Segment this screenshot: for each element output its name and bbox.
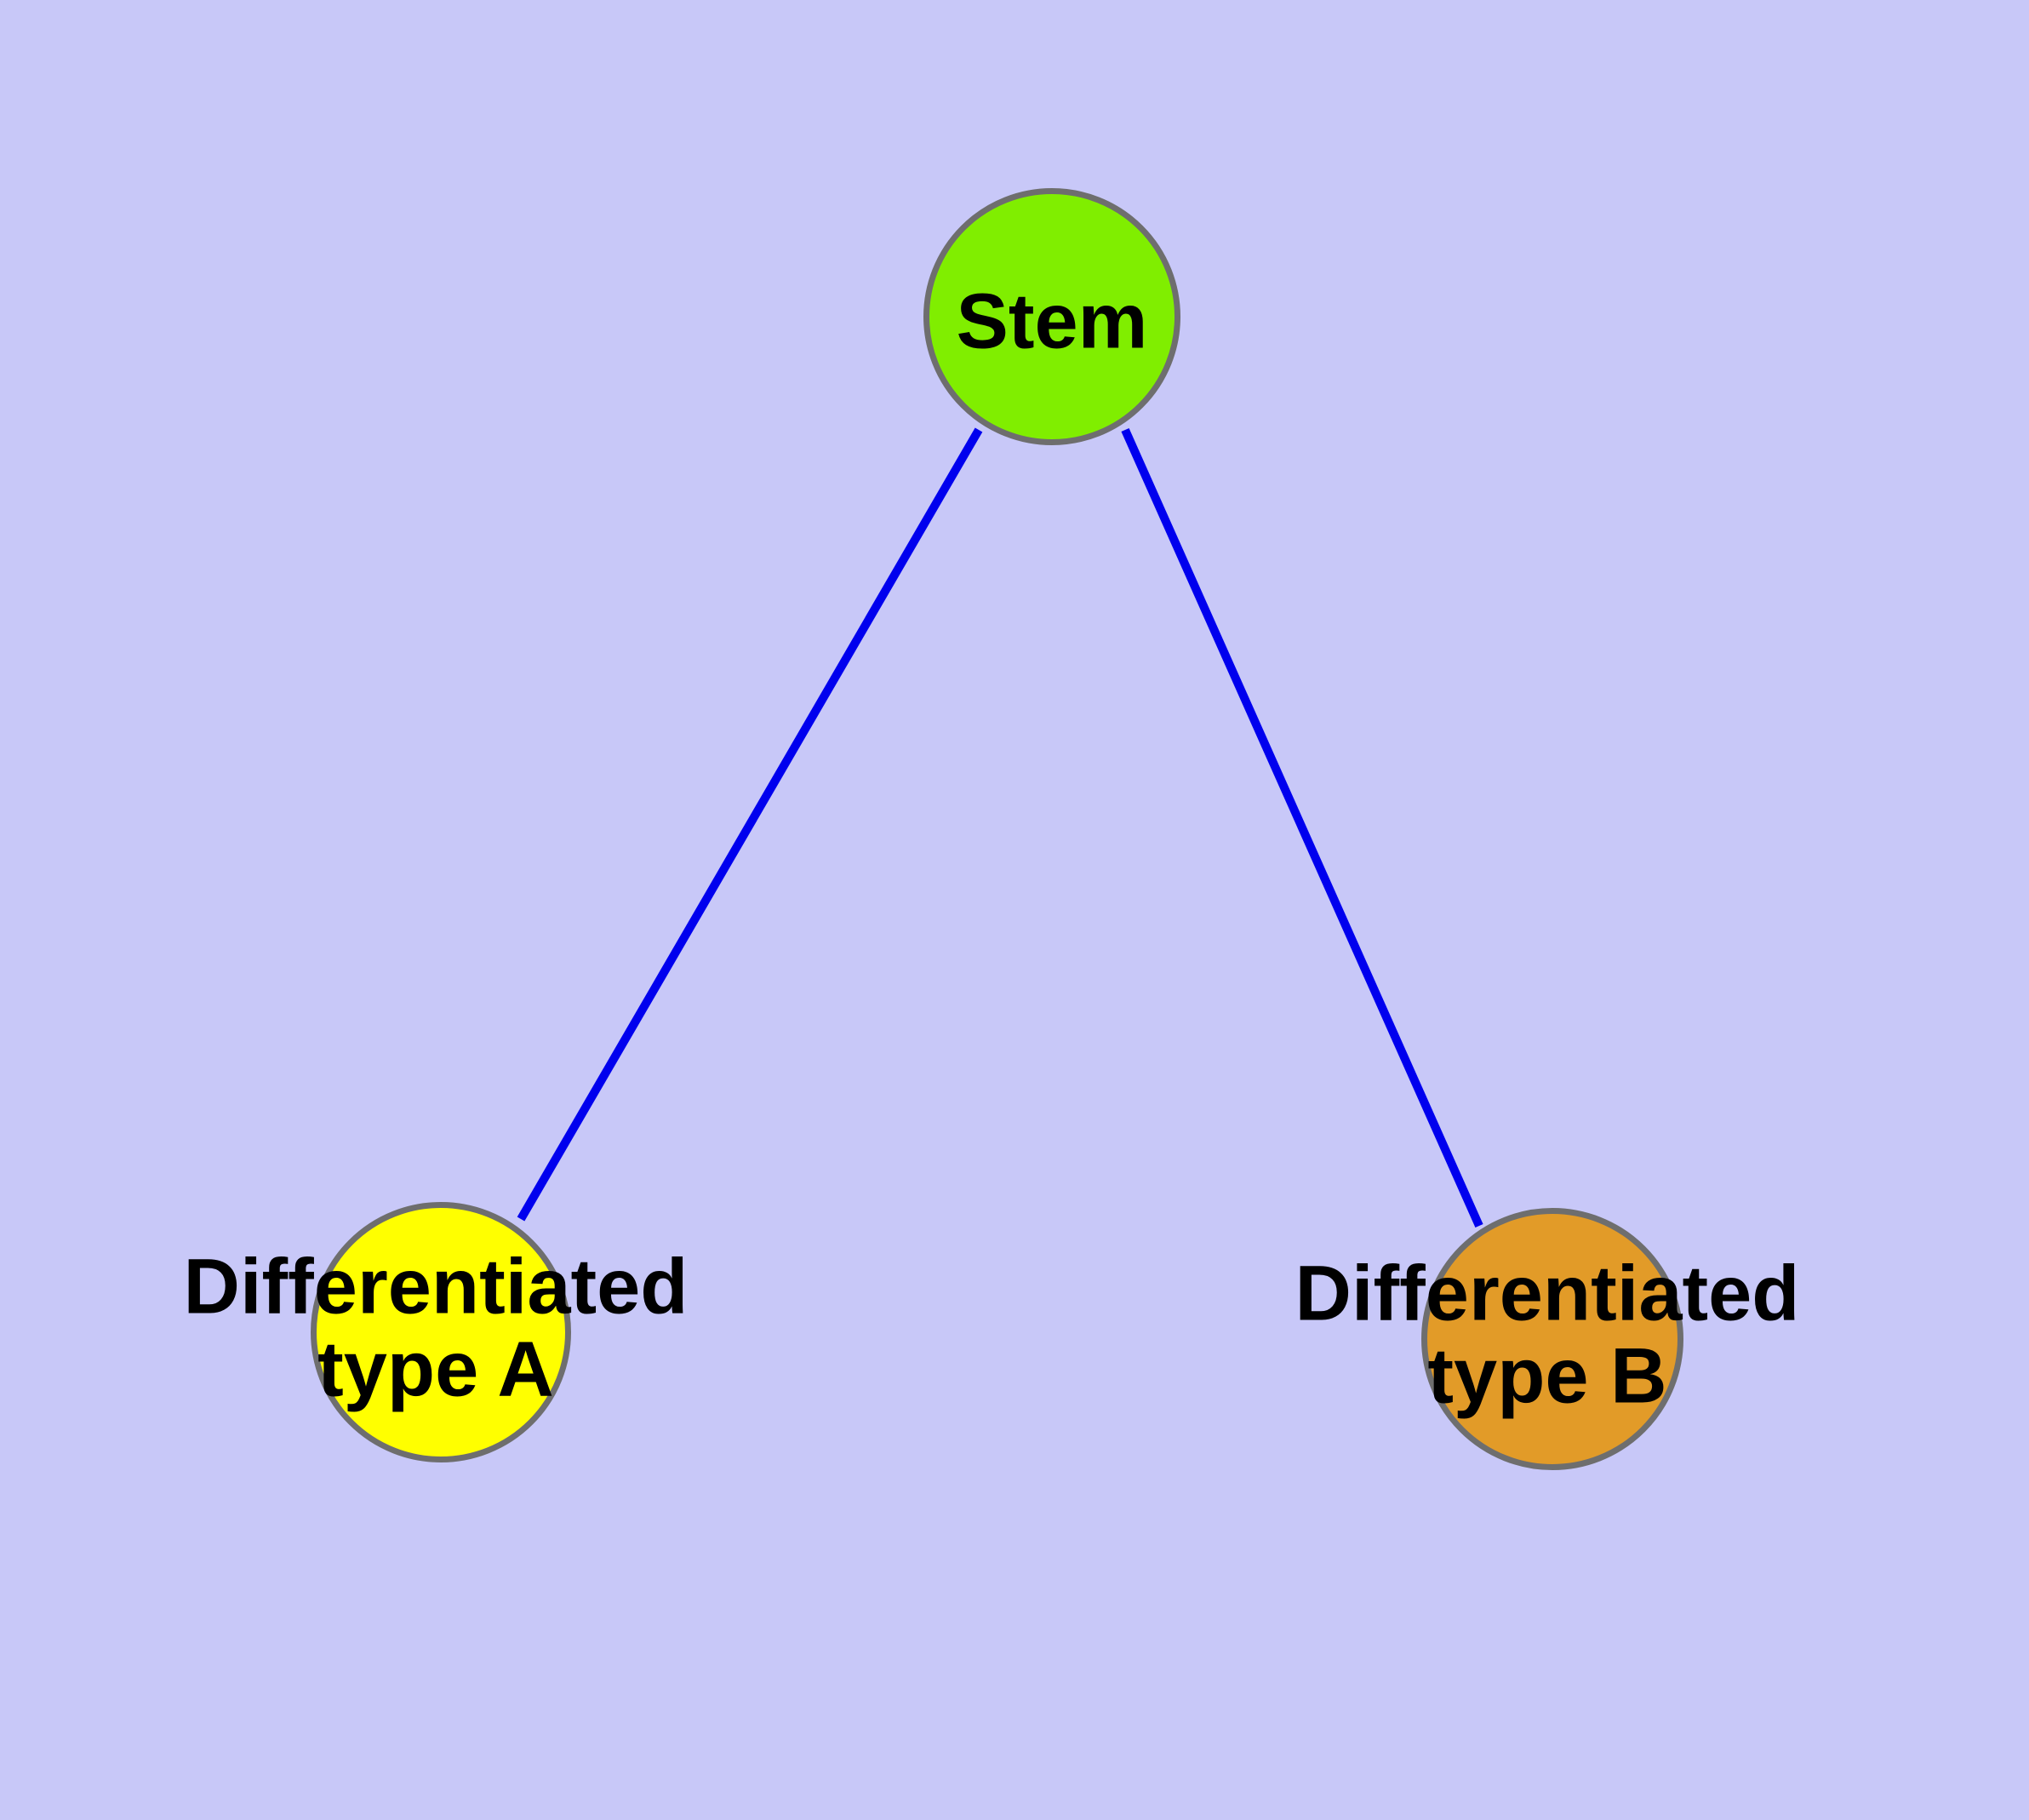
graph-node-diff-b[interactable] — [1421, 1208, 1683, 1470]
graph-edge-stem-to-diff-a — [517, 427, 983, 1222]
edges-layer — [517, 427, 1483, 1228]
nodes-layer — [311, 188, 1683, 1470]
graph-node-diff-a[interactable] — [311, 1202, 571, 1462]
graph-node-stem[interactable] — [923, 188, 1180, 445]
graph-edge-stem-to-diff-b — [1121, 427, 1483, 1228]
